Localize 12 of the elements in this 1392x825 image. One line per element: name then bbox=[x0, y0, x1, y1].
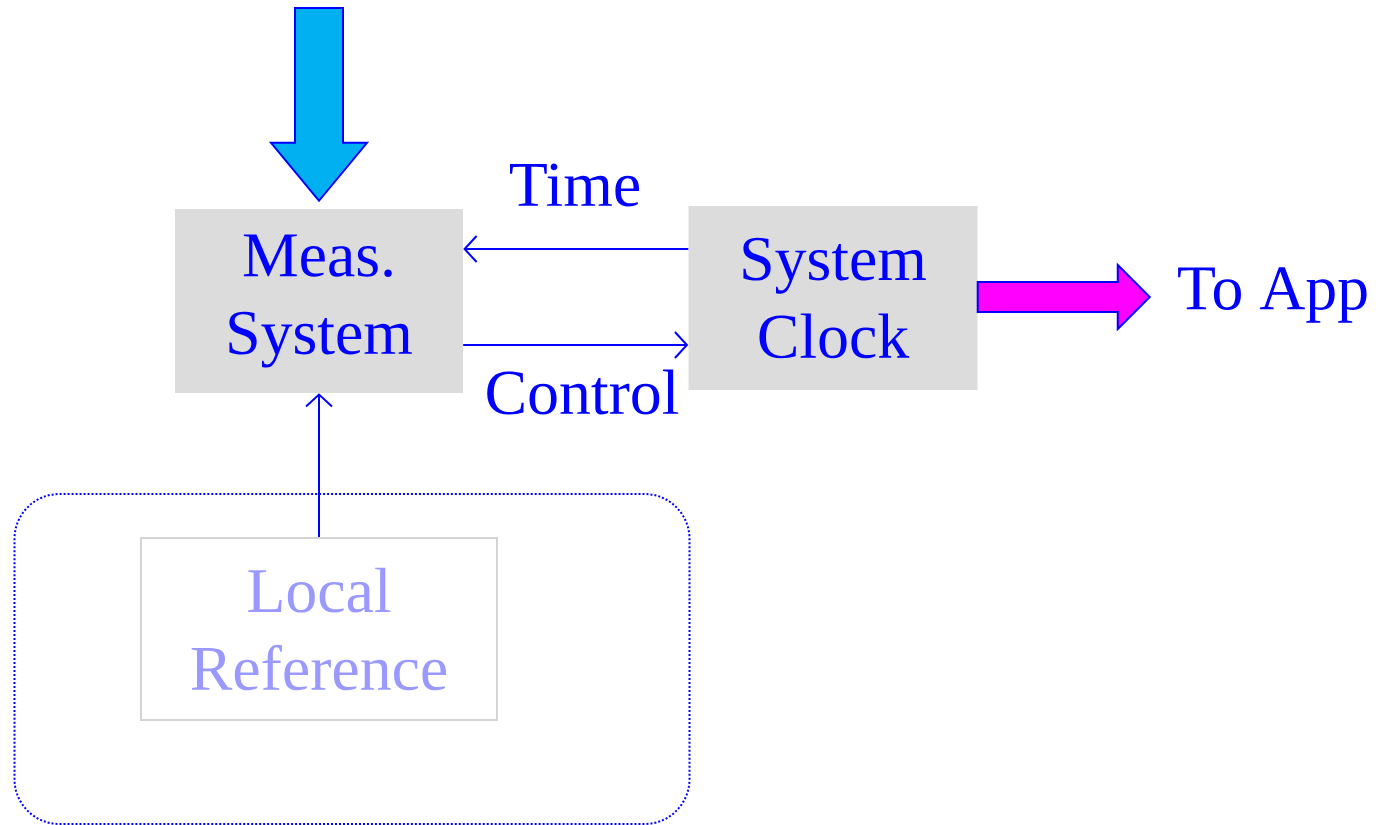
edge-label: Control bbox=[482, 367, 682, 417]
dotted-region bbox=[13, 493, 691, 825]
block-arrow bbox=[976, 262, 1152, 332]
arrow bbox=[305, 393, 333, 538]
process-box: Meas. System bbox=[175, 209, 463, 393]
edge-label: Time bbox=[506, 161, 644, 209]
block-arrow bbox=[268, 7, 370, 203]
output-text: To App bbox=[1178, 267, 1367, 323]
arrow bbox=[463, 235, 690, 263]
process-box: System Clock bbox=[688, 206, 978, 390]
reference-box: Local Reference bbox=[140, 537, 498, 721]
arrow bbox=[462, 331, 689, 359]
